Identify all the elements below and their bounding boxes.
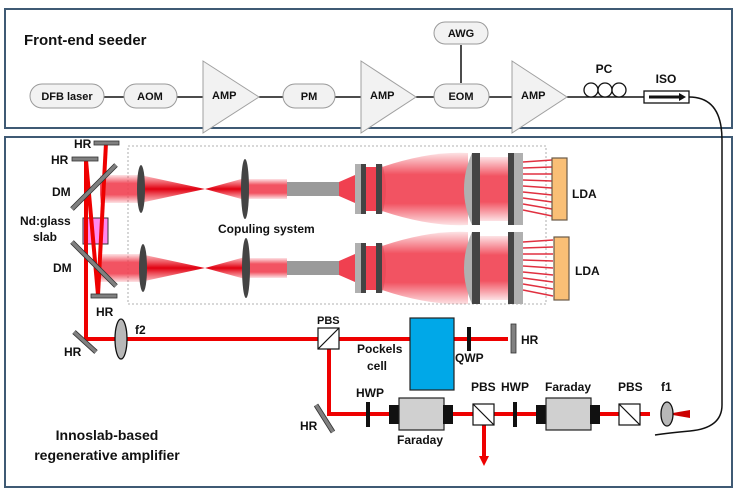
output-arrow	[479, 456, 489, 466]
coupling-lens-2	[241, 159, 249, 219]
f2-lens	[114, 318, 128, 360]
svg-text:LDA: LDA	[575, 264, 600, 278]
svg-text:HR: HR	[300, 419, 318, 433]
svg-text:Nd:glass: Nd:glass	[20, 214, 71, 228]
coupling-lens-3	[139, 244, 147, 292]
svg-text:QWP: QWP	[455, 351, 484, 365]
pbs-3	[618, 403, 641, 426]
svg-text:f1: f1	[661, 380, 672, 394]
svg-text:HR: HR	[51, 153, 69, 167]
dfb-laser-node: DFB laser	[29, 83, 105, 109]
aom-node: AOM	[123, 83, 178, 109]
amp2-node: AMP	[360, 60, 417, 134]
qwp	[467, 327, 471, 351]
seeder-title: Front-end seeder	[24, 32, 147, 49]
svg-text:Pockels: Pockels	[357, 342, 403, 356]
svg-text:Faraday: Faraday	[545, 380, 591, 394]
svg-text:slab: slab	[33, 230, 57, 244]
hr-mirror-bottom	[90, 293, 118, 299]
hr-mirror-top-2	[71, 156, 99, 162]
hwp-2	[513, 402, 517, 427]
hr-end-mirror	[510, 323, 517, 354]
pockels-cell	[409, 317, 455, 391]
hr-mirror-top-1	[93, 140, 120, 146]
coupling-lens-4	[242, 238, 250, 298]
lda-beamlets	[522, 159, 554, 297]
svg-text:AMP: AMP	[521, 90, 545, 102]
svg-text:DM: DM	[53, 261, 72, 275]
delivery-fiber	[654, 96, 723, 436]
svg-text:ISO: ISO	[656, 72, 677, 86]
awg-node: AWG	[433, 21, 489, 45]
eom-node: EOM	[433, 83, 490, 109]
svg-text:PBS: PBS	[317, 315, 340, 327]
amplifier-title-line1: Innoslab-based	[56, 427, 159, 443]
svg-text:HWP: HWP	[356, 386, 384, 400]
svg-text:EOM: EOM	[448, 91, 473, 103]
f1-lens	[660, 401, 674, 427]
lda-bottom	[553, 236, 570, 301]
pm-node: PM	[282, 83, 336, 109]
svg-text:cell: cell	[367, 359, 387, 373]
svg-text:HWP: HWP	[501, 380, 529, 394]
pbs-2	[472, 403, 495, 426]
hwp-1	[366, 402, 370, 427]
svg-text:AMP: AMP	[212, 90, 236, 102]
svg-text:AOM: AOM	[137, 91, 163, 103]
isolator: ISO	[643, 72, 690, 104]
lda-top	[551, 157, 568, 221]
svg-text:PC: PC	[596, 62, 613, 76]
svg-text:Copuling system: Copuling system	[218, 222, 315, 236]
svg-text:AWG: AWG	[448, 28, 474, 40]
svg-text:PBS: PBS	[618, 380, 643, 394]
amp3-node: AMP	[511, 60, 568, 134]
coupling-lens-1	[137, 165, 145, 213]
svg-text:PM: PM	[301, 91, 318, 103]
svg-text:AMP: AMP	[370, 90, 394, 102]
svg-text:DFB laser: DFB laser	[41, 91, 93, 103]
pbs-main	[317, 327, 340, 350]
svg-text:HR: HR	[74, 137, 92, 151]
svg-text:PBS: PBS	[471, 380, 496, 394]
faraday-rotator-1	[389, 397, 453, 431]
svg-text:HR: HR	[521, 333, 539, 347]
svg-text:LDA: LDA	[572, 187, 597, 201]
svg-text:DM: DM	[52, 185, 71, 199]
polarization-controller: PC	[583, 62, 627, 98]
svg-text:f2: f2	[135, 323, 146, 337]
svg-text:HR: HR	[64, 345, 82, 359]
amplifier-title-line2: regenerative amplifier	[34, 447, 180, 463]
faraday-rotator-2	[536, 397, 600, 431]
fiber-output-cone	[667, 410, 690, 418]
svg-text:HR: HR	[96, 305, 114, 319]
coupling-system-box	[127, 145, 547, 305]
svg-text:Faraday: Faraday	[397, 433, 443, 447]
amp1-node: AMP	[202, 60, 260, 134]
